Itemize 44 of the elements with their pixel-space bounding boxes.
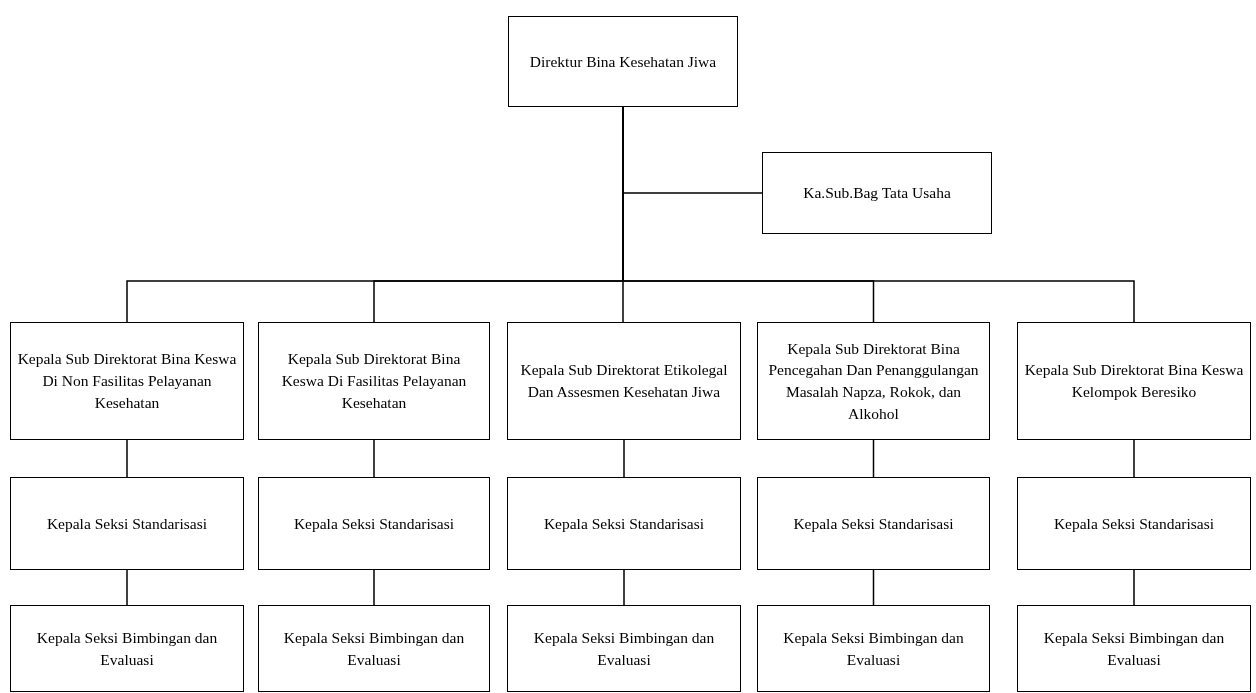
position-title: Kepala Seksi Bimbingan dan Evaluasi	[532, 627, 716, 670]
org-box	[507, 322, 741, 440]
connector-line	[126, 569, 128, 606]
position-title: Ka.Sub.Bag Tata Usaha	[803, 183, 951, 204]
position-title: Kepala Seksi Standarisasi	[46, 513, 208, 534]
org-box	[1017, 477, 1251, 570]
org-box	[508, 16, 738, 107]
position-title: Kepala Sub Direktorat Bina Pencegahan Dan Penanggulangan Masalah Napza, Rokok, dan Alkohol	[767, 338, 980, 424]
connector-line	[623, 439, 625, 478]
position-title: Kepala Seksi Standarisasi	[1053, 513, 1215, 534]
connector-line	[872, 569, 875, 606]
org-box	[757, 605, 990, 692]
org-box	[258, 605, 490, 692]
org-box	[507, 477, 741, 570]
position-title: Kepala Seksi Bimbingan dan Evaluasi	[782, 627, 965, 670]
position-title: Kepala Sub Direktorat Bina Keswa Di Non Fasilitas Pelayanan Kesehatan	[17, 349, 237, 413]
connector-line	[373, 439, 375, 478]
org-box	[757, 477, 990, 570]
position-title: Kepala Seksi Standarisasi	[293, 513, 455, 534]
org-box	[258, 322, 490, 440]
position-title: Kepala Seksi Bimbingan dan Evaluasi	[282, 627, 466, 670]
connector-line	[1133, 569, 1135, 606]
org-box	[507, 605, 741, 692]
org-box	[10, 322, 244, 440]
org-box	[1017, 605, 1251, 692]
org-box	[762, 152, 992, 234]
connector-line	[623, 569, 625, 606]
position-title: Kepala Seksi Standarisasi	[543, 513, 705, 534]
connector-line	[373, 569, 375, 606]
org-box	[10, 605, 244, 692]
connector-line	[1133, 439, 1135, 478]
position-title: Kepala Seksi Bimbingan dan Evaluasi	[1042, 627, 1226, 670]
org-box	[1017, 322, 1251, 440]
position-title: Kepala Sub Direktorat Bina Keswa Di Fasilitas Pelayanan Kesehatan	[280, 349, 468, 413]
position-title: Direktur Bina Kesehatan Jiwa	[529, 51, 717, 72]
position-title: Kepala Seksi Standarisasi	[793, 513, 954, 534]
org-box	[258, 477, 490, 570]
connector-line	[872, 439, 875, 478]
position-title: Kepala Sub Direktorat Bina Keswa Kelompok Beresiko	[1024, 360, 1244, 402]
position-title: Kepala Seksi Bimbingan dan Evaluasi	[35, 627, 219, 670]
position-title: Kepala Sub Direktorat Etikolegal Dan Assesmen Kesehatan Jiwa	[519, 360, 729, 402]
org-box	[757, 322, 990, 440]
org-box	[10, 477, 244, 570]
connector-line	[126, 439, 128, 478]
